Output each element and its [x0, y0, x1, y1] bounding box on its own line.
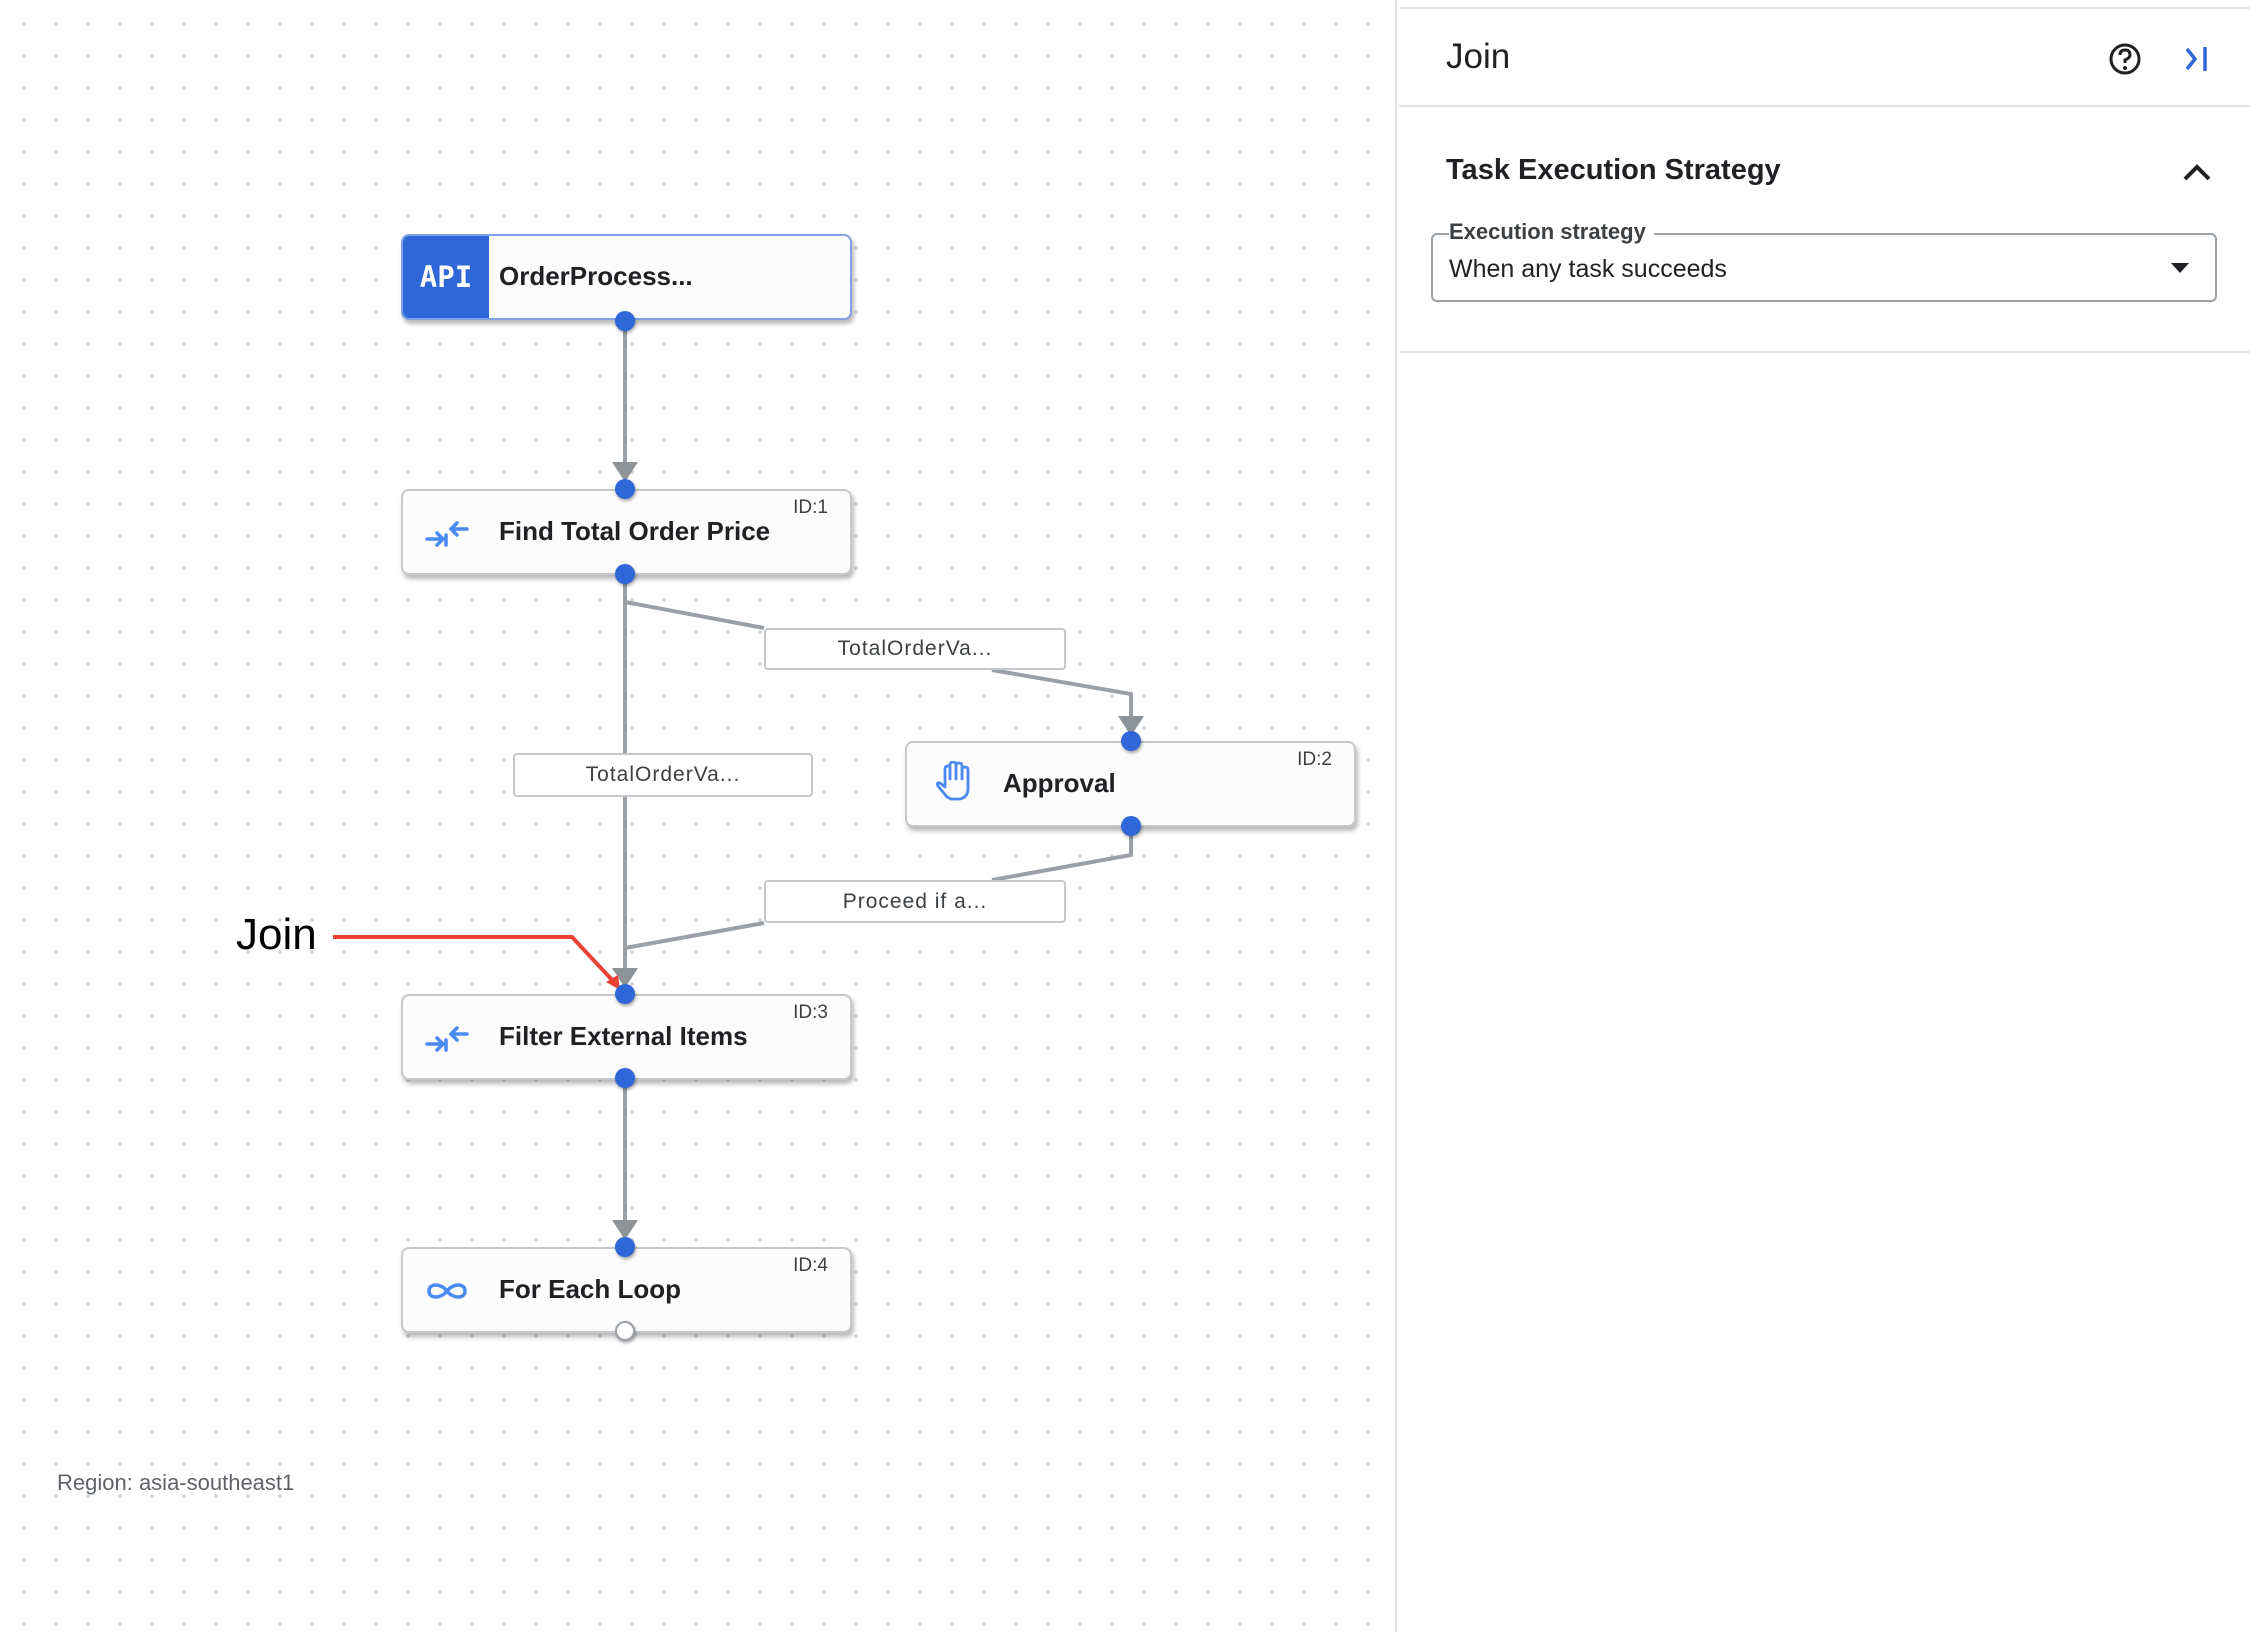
node-id: ID:2	[1297, 749, 1332, 770]
output-port[interactable]	[615, 311, 635, 331]
region-label: Region: asia-southeast1	[57, 1470, 295, 1495]
section-title: Task Execution Strategy	[1446, 154, 1781, 186]
divider	[1399, 351, 2250, 353]
execution-strategy-select[interactable]: Execution strategy When any task succeed…	[1431, 219, 2217, 302]
input-port[interactable]	[1121, 731, 1141, 751]
node-id: ID:4	[793, 1255, 828, 1276]
edge-label[interactable]: Proceed if a...	[764, 880, 1066, 923]
node-title: Filter External Items	[499, 1021, 748, 1051]
dropdown-arrow-icon[interactable]	[2171, 263, 2189, 273]
help-icon[interactable]	[2105, 39, 2145, 79]
node-approval[interactable]: Approval ID:2	[905, 741, 1356, 827]
data-mapping-icon	[425, 521, 469, 547]
select-value: When any task succeeds	[1449, 255, 1727, 283]
node-title: Find Total Order Price	[499, 516, 771, 546]
loop-icon	[427, 1283, 467, 1299]
api-icon: API	[403, 236, 489, 318]
input-port[interactable]	[615, 1237, 635, 1257]
select-label: Execution strategy	[1449, 219, 1654, 245]
collapse-panel-icon[interactable]	[2177, 39, 2217, 79]
output-port[interactable]	[1121, 816, 1141, 836]
edge-find-to-approval	[624, 600, 1133, 720]
output-port[interactable]	[615, 1068, 635, 1088]
divider	[1399, 105, 2250, 107]
edge-label[interactable]: TotalOrderVa...	[764, 628, 1066, 670]
node-find-total-order-price[interactable]: Find Total Order Price ID:1	[401, 489, 852, 575]
node-for-each-loop[interactable]: For Each Loop ID:4	[401, 1247, 852, 1333]
node-title: For Each Loop	[499, 1274, 681, 1304]
properties-panel: Join Task Execution Strategy Execution s…	[1399, 7, 2250, 1632]
output-port[interactable]	[615, 564, 635, 584]
node-filter-external-items[interactable]: Filter External Items ID:3	[401, 994, 852, 1080]
join-annotation: Join	[236, 910, 317, 959]
output-port-empty[interactable]	[615, 1321, 635, 1341]
input-port[interactable]	[615, 984, 635, 1004]
edge-label[interactable]: TotalOrderVa...	[513, 753, 813, 797]
node-id: ID:1	[793, 497, 828, 518]
data-mapping-icon	[425, 1026, 469, 1052]
node-title: OrderProcess...	[499, 261, 693, 291]
chevron-up-icon[interactable]	[2180, 157, 2214, 187]
node-id: ID:3	[793, 1002, 828, 1023]
panel-title: Join	[1446, 37, 1511, 76]
workflow-canvas[interactable]: API OrderProcess... Find Total Order Pri…	[0, 0, 1397, 1632]
join-annotation-arrow	[333, 935, 616, 984]
input-port[interactable]	[615, 479, 635, 499]
node-title: Approval	[1003, 768, 1116, 798]
node-api-trigger[interactable]: API OrderProcess...	[401, 234, 852, 320]
arrow-find	[612, 462, 638, 482]
hand-icon	[935, 761, 970, 801]
